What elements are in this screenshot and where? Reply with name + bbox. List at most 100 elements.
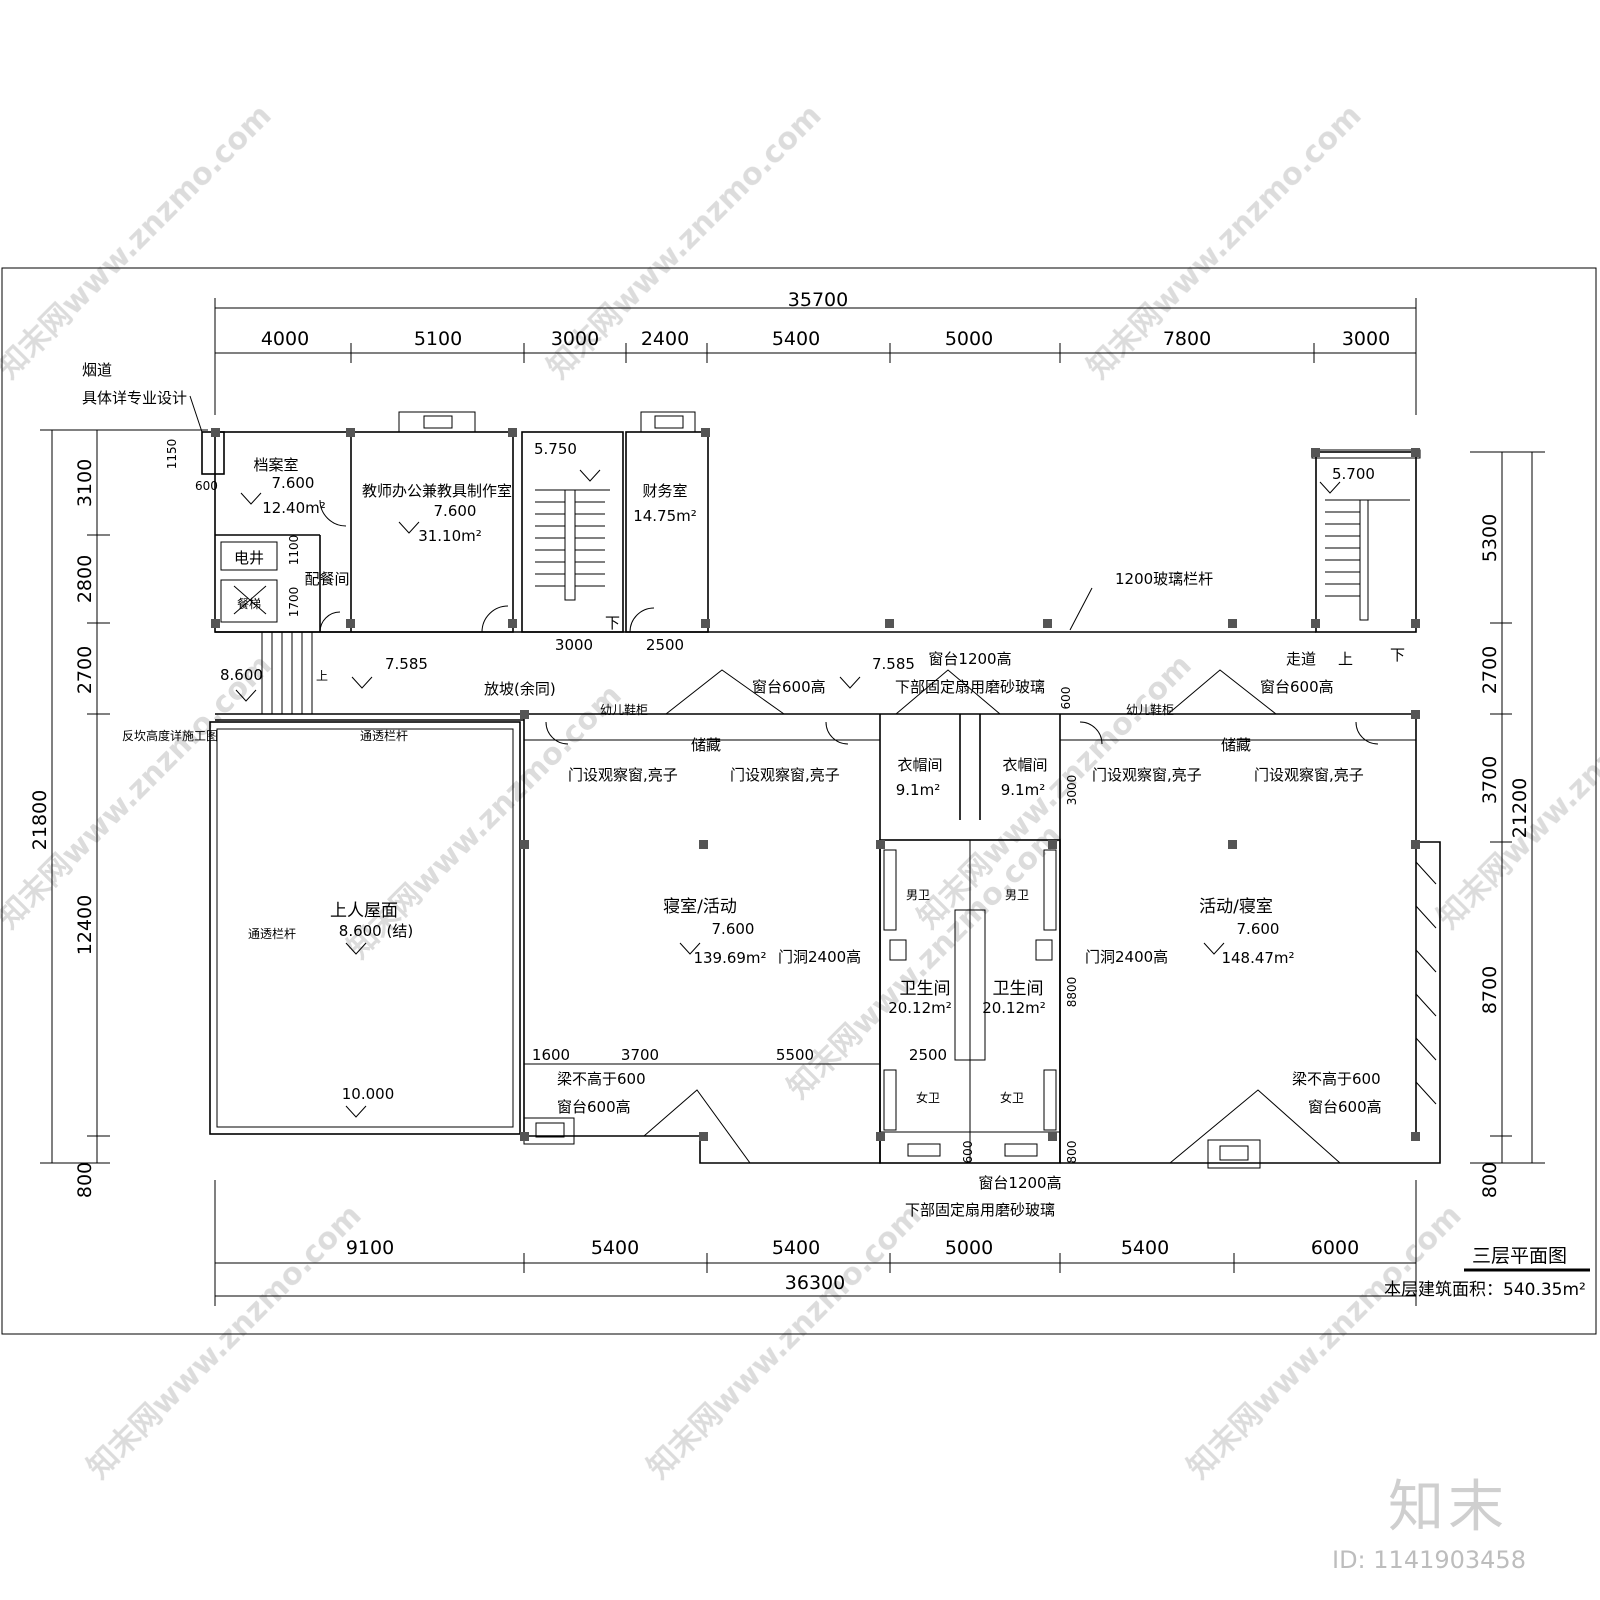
- dim-right-seg: 8700: [1479, 966, 1501, 1014]
- dim-chimney-w: 600: [195, 479, 218, 493]
- dim-right-total: 21200: [1509, 778, 1531, 838]
- dim-left-seg: 800: [74, 1162, 96, 1198]
- room-level: 8.600 (结): [339, 922, 413, 940]
- room-name: 活动/寝室: [1199, 896, 1273, 917]
- dim-left-seg: 2700: [74, 646, 96, 694]
- note-sill: 窗台600高: [557, 1098, 631, 1116]
- door-swings: [319, 499, 1379, 745]
- dim-sill: 800: [1065, 1141, 1079, 1164]
- stair-right: [1325, 499, 1410, 621]
- room-level: 10.000: [342, 1085, 395, 1103]
- note-rail: 通透栏杆: [360, 728, 408, 743]
- dim-right-seg: 2700: [1479, 646, 1501, 694]
- dim-top-total: 35700: [788, 289, 848, 311]
- watermark-text: 知末网www.znzmo.com: [0, 98, 279, 386]
- dim-left-seg: 3100: [74, 459, 96, 507]
- dim-bottom-seg: 5400: [591, 1237, 639, 1259]
- note-slope: 放坡(余同): [484, 680, 556, 698]
- note-cabinet: 幼儿鞋柜: [1126, 702, 1174, 717]
- note-cabinet: 幼儿鞋柜: [600, 702, 648, 717]
- dim-sill: 600: [961, 1141, 975, 1164]
- dim-top-seg: 3000: [551, 328, 599, 350]
- room-name: 卫生间: [900, 979, 951, 999]
- stair-down: 下: [605, 614, 620, 632]
- area-note: 本层建筑面积：540.35m²: [1384, 1280, 1586, 1300]
- dim-top-seg: 5100: [414, 328, 462, 350]
- image-id-watermark: ID: 1141903458: [1332, 1546, 1526, 1574]
- note-observation: 门设观察窗,亮子: [568, 766, 678, 784]
- room-area: 139.69m²: [693, 949, 766, 967]
- note-sill: 窗台1200高: [978, 1174, 1061, 1192]
- note-frosted: 下部固定扇用磨砂玻璃: [895, 678, 1045, 696]
- stair-level: 5.750: [534, 440, 577, 458]
- room-area: 9.1m²: [896, 781, 940, 799]
- dumbwaiter-cross: [233, 585, 267, 615]
- dim-right-seg: 3700: [1479, 756, 1501, 804]
- dim-stair-w: 2500: [646, 636, 684, 654]
- dim-right-seg: 5300: [1479, 514, 1501, 562]
- stair-up: 上: [1338, 650, 1353, 668]
- dim-bottom-seg: 5400: [772, 1237, 820, 1259]
- note-observation: 门设观察窗,亮子: [730, 766, 840, 784]
- note-doorway: 门洞2400高: [778, 948, 861, 966]
- drawing-title: 三层平面图: [1472, 1245, 1567, 1267]
- dim-left-seg: 2800: [74, 555, 96, 603]
- room-level: 7.600: [434, 502, 477, 520]
- right-dimensions: 21200 5300 2700 3700 8700 800: [1470, 451, 1545, 1198]
- left-dimensions: 21800 3100 2800 2700 12400 800: [29, 429, 208, 1198]
- room-area: 9.1m²: [1001, 781, 1045, 799]
- stair-level: 5.700: [1332, 465, 1375, 483]
- leader-line: [1069, 587, 1093, 631]
- note-chimney: 烟道: [82, 361, 112, 379]
- room-level: 7.600: [272, 474, 315, 492]
- dim-sleep: 5500: [776, 1046, 814, 1064]
- wc-fixtures: [883, 849, 1057, 1131]
- room-area: 148.47m²: [1221, 949, 1294, 967]
- dim-top-seg: 3000: [1342, 328, 1390, 350]
- note-doorway: 门洞2400高: [1085, 948, 1168, 966]
- top-dimensions: 35700 4000 5100 3000 2400 5400 5000 7800…: [214, 289, 1417, 415]
- dim-bottom-seg: 9100: [346, 1237, 394, 1259]
- dim-bottom-seg: 6000: [1311, 1237, 1359, 1259]
- brand-watermark: 知末: [1388, 1475, 1508, 1540]
- note-railing: 1200玻璃栏杆: [1115, 570, 1213, 588]
- slope-lines: [643, 669, 1341, 1164]
- room-name: 上人屋面: [330, 901, 398, 921]
- room-area: 31.10m²: [418, 527, 482, 545]
- room-name: 衣帽间: [1002, 756, 1047, 774]
- room-name: 配餐间: [304, 570, 349, 588]
- dim-left-total: 21800: [29, 790, 51, 850]
- room-area: 12.40m²: [262, 499, 326, 517]
- dim-stair-w: 3000: [555, 636, 593, 654]
- dim-top-seg: 4000: [261, 328, 309, 350]
- storage-label: 储藏: [691, 736, 721, 754]
- note-frosted: 下部固定扇用磨砂玻璃: [905, 1201, 1055, 1219]
- structural-columns: [211, 428, 1420, 1141]
- dim-sill: 600: [1059, 687, 1073, 710]
- watermark-text: 知末网www.znzmo.com: [1081, 98, 1369, 386]
- dim-right-seg: 800: [1479, 1162, 1501, 1198]
- room-level: 7.600: [1237, 920, 1280, 938]
- room-area: 20.12m²: [888, 999, 952, 1017]
- wc-female-label: 女卫: [1000, 1090, 1024, 1105]
- wc-male-label: 男卫: [1005, 888, 1029, 902]
- note-sill: 窗台600高: [752, 678, 826, 696]
- roof-stair-level: 8.600: [220, 666, 263, 684]
- room-name: 档案室: [253, 456, 298, 474]
- walls: [209, 431, 1441, 1164]
- dim-sleep: 3700: [621, 1046, 659, 1064]
- chimney-shaft: [201, 431, 225, 475]
- dim-elec-h: 1100: [287, 535, 301, 566]
- level-markers: [235, 469, 1341, 1118]
- dim-wc-h: 8800: [1065, 977, 1079, 1008]
- note-beam: 梁不高于600: [1292, 1070, 1381, 1088]
- stair-up: 上: [316, 669, 328, 683]
- corridor-level: 7.585: [872, 655, 915, 673]
- stair-left: [535, 489, 610, 601]
- dim-sleep: 1600: [532, 1046, 570, 1064]
- room-name: 电井: [234, 549, 264, 567]
- note-chimney-detail: 具体详专业设计: [82, 389, 187, 407]
- room-area: 20.12m²: [982, 999, 1046, 1017]
- dim-top-seg: 7800: [1163, 328, 1211, 350]
